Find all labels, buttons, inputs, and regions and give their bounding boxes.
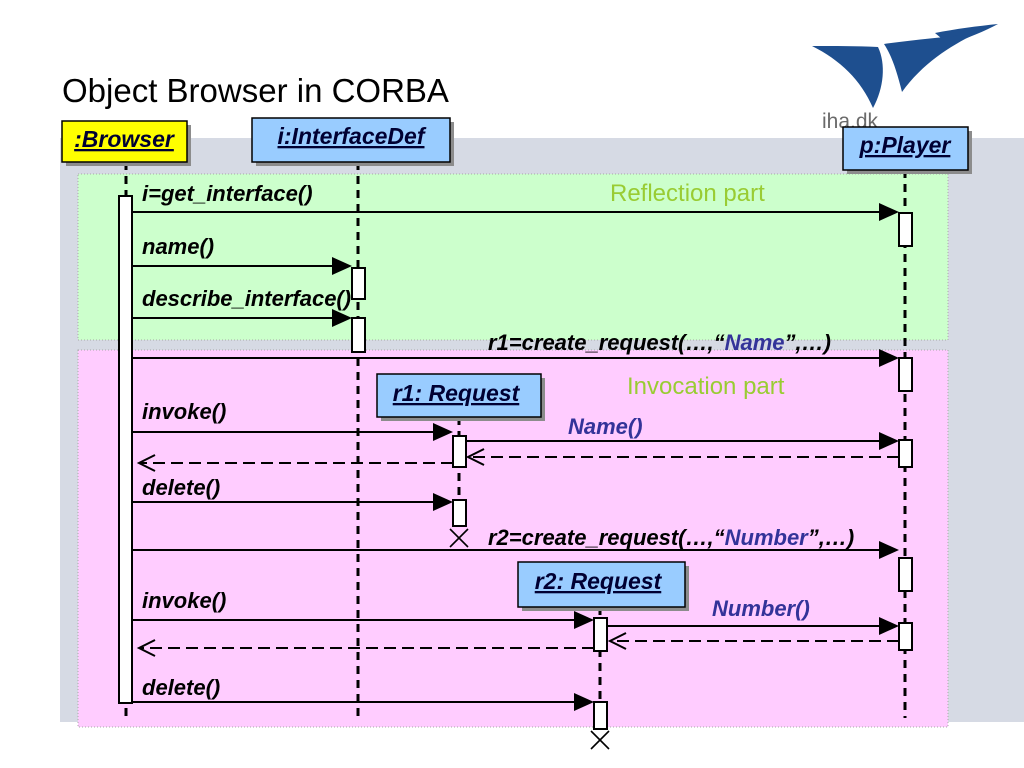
arrowhead [433, 423, 453, 441]
message-label: r2=create_request(…,“Number”,…) [488, 525, 854, 550]
logo-wing-main-icon [812, 46, 883, 108]
request-1-activation [452, 435, 467, 468]
message-label: Name() [568, 414, 643, 439]
message-label-prefix: r2=create_request(…,“ [488, 525, 725, 550]
message-label: Number() [712, 596, 810, 621]
interface-def-activation [351, 317, 366, 353]
object-label: p:Player [859, 132, 952, 158]
interface-def-activation [351, 267, 366, 300]
arrowhead [332, 257, 352, 275]
player-activation [898, 212, 913, 247]
browser-object: :Browser [61, 120, 191, 166]
message-label: i=get_interface() [142, 181, 313, 206]
message-invoke-2: invoke() [132, 588, 594, 629]
message-label: describe_interface() [142, 286, 351, 311]
request-2-destroy-marker [590, 730, 610, 750]
message-delete-2: delete() [132, 675, 594, 711]
message-create-request-2: r2=create_request(…,“Number”,…) [132, 525, 899, 559]
arrowhead [879, 617, 899, 635]
object-box [376, 373, 542, 418]
message-describe-interface: describe_interface() [132, 286, 352, 327]
return-player-to-request-2 [607, 632, 899, 650]
request-2-activation [593, 617, 608, 652]
reflection-region-label: Reflection part [610, 180, 765, 207]
message-invoke-1: invoke() [132, 399, 453, 441]
request-2-object: r2: Request [517, 561, 689, 611]
arrowhead [332, 309, 352, 327]
message-label: invoke() [142, 588, 226, 613]
reflection-region [77, 173, 949, 341]
object-label: :Browser [74, 126, 175, 152]
message-get-interface: i=get_interface() [132, 181, 899, 221]
message-label-suffix: ”,…) [785, 330, 831, 355]
browser-activation [118, 195, 133, 704]
request-1-object: r1: Request [376, 373, 545, 421]
request-2-activation [593, 701, 608, 730]
object-label: i:InterfaceDef [278, 123, 427, 149]
message-delete-1: delete() [132, 475, 453, 511]
object-label: r1: Request [393, 380, 521, 406]
message-label-suffix: ”,…) [808, 525, 854, 550]
open-arrowhead [465, 448, 485, 466]
logo-wing-middle-icon [884, 34, 975, 92]
message-label-prefix: r1=create_request(…,“ [488, 330, 725, 355]
arrowhead [879, 541, 899, 559]
player-activation [898, 439, 913, 468]
return-player-to-request-1 [465, 448, 899, 466]
open-arrowhead [136, 454, 156, 472]
message-label: delete() [142, 475, 220, 500]
message-label: delete() [142, 675, 220, 700]
message-label-argument: Number [725, 525, 810, 550]
message-name: name() [132, 234, 352, 275]
invocation-region-label: Invocation part [627, 373, 785, 400]
arrowhead [574, 693, 594, 711]
return-request-1-to-browser [136, 454, 453, 472]
message-create-request-1: r1=create_request(…,“Name”,…) [132, 330, 899, 367]
interface-def-object: i:InterfaceDef [251, 117, 454, 166]
object-box [517, 561, 686, 608]
destroy-stroke [590, 730, 610, 750]
open-arrowhead [607, 632, 627, 650]
message-label: name() [142, 234, 214, 259]
message-label: invoke() [142, 399, 226, 424]
arrowhead [879, 203, 899, 221]
open-arrowhead [136, 639, 156, 657]
object-label: r2: Request [535, 568, 663, 594]
object-box [61, 120, 188, 163]
message-label: r1=create_request(…,“Name”,…) [488, 330, 831, 355]
message-label-argument: Name [725, 330, 785, 355]
arrowhead [574, 611, 594, 629]
object-box [842, 126, 969, 171]
arrowhead [879, 432, 899, 450]
player-activation [898, 557, 913, 592]
player-activation [898, 622, 913, 651]
return-request-2-to-browser [136, 639, 594, 657]
iha-dk-logo: iha.dk [812, 24, 998, 133]
object-box [251, 117, 451, 163]
arrowhead [879, 349, 899, 367]
player-object: p:Player [842, 126, 972, 174]
request-1-destroy-marker [449, 528, 469, 548]
slide-title: Object Browser in CORBA [62, 72, 449, 109]
arrowhead [433, 493, 453, 511]
message-number-call: Number() [607, 596, 899, 635]
message-name-call: Name() [466, 414, 899, 450]
request-1-activation [452, 499, 467, 527]
player-activation [898, 357, 913, 392]
destroy-stroke [449, 528, 469, 548]
